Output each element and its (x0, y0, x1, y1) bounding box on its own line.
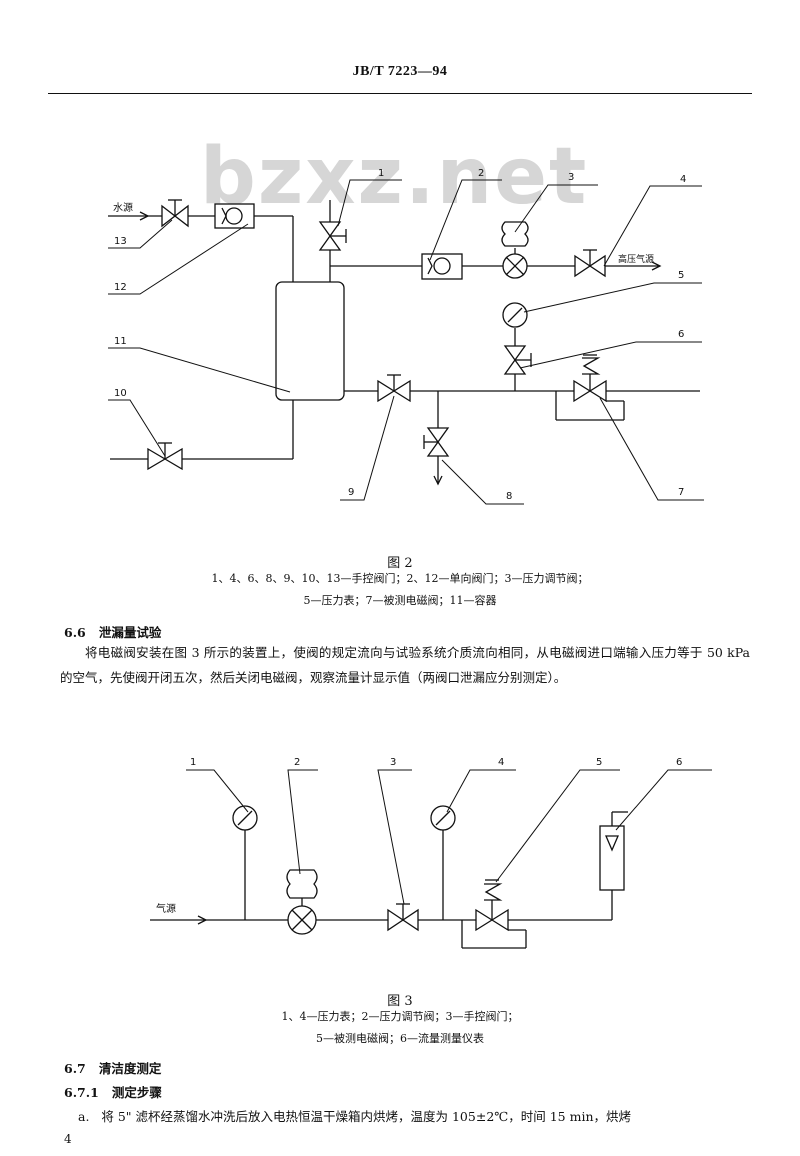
label-water-source: 水源 (113, 201, 133, 214)
figure-3-legend-line2: 5—被测电磁阀；6—流量测量仪表 (316, 1032, 484, 1045)
watermark-text: bzxz.net (200, 132, 589, 222)
label-f3-5: 5 (596, 757, 602, 768)
label-7: 7 (678, 487, 684, 498)
label-13: 13 (114, 236, 127, 247)
label-f3-6: 6 (676, 757, 682, 768)
header-rule (48, 93, 752, 94)
section-6-7-title: 清洁度测定 (98, 1061, 162, 1076)
valve-1 (318, 221, 342, 251)
valve-3 (387, 908, 419, 932)
section-6-7-1-number: 6.7.1 (64, 1085, 99, 1100)
item-a-text: 将 5" 滤杯经蒸馏水冲洗后放入电热恒温干燥箱内烘烤，温度为 105±2℃，时间… (101, 1109, 632, 1124)
figure-2-legend-line2: 5—压力表；7—被测电磁阀；11—容器 (303, 594, 497, 607)
figure-2-diagram: 水源 高压气源 1 2 3 4 5 6 7 8 9 10 11 12 13 (108, 168, 704, 505)
section-6-7-heading: 6.7 清洁度测定 (64, 1058, 161, 1077)
valve-8 (426, 427, 450, 457)
item-a: a. 将 5" 滤杯经蒸馏水冲洗后放入电热恒温干燥箱内烘烤，温度为 105±2℃… (78, 1106, 631, 1125)
section-6-7-1-title: 测定步骤 (111, 1085, 162, 1100)
section-6-7-number: 6.7 (64, 1061, 86, 1076)
pressure-gauge-1 (232, 805, 258, 831)
figure-3-diagram: 气源 1 2 3 4 5 6 (150, 757, 712, 949)
check-valve-12 (214, 203, 255, 229)
figure-2-title: 图 2 (387, 556, 413, 571)
figure-3-legend-line1: 1、4—压力表；2—压力调节阀；3—手控阀门； (281, 1010, 519, 1023)
section-6-6-number: 6.6 (64, 625, 86, 640)
valve-10 (147, 447, 183, 471)
valve-9 (377, 379, 411, 403)
label-3: 3 (568, 172, 574, 183)
label-9: 9 (348, 487, 354, 498)
label-4: 4 (680, 174, 686, 185)
section-6-6-heading: 6.6 泄漏量试验 (64, 622, 161, 641)
label-f3-1: 1 (190, 757, 196, 768)
label-gas-source: 气源 (156, 902, 176, 915)
label-high-pressure-gas: 高压气源 (618, 253, 654, 265)
label-11: 11 (114, 336, 127, 347)
label-f3-2: 2 (294, 757, 300, 768)
label-8: 8 (506, 491, 512, 502)
label-12: 12 (114, 282, 127, 293)
pressure-gauge-4 (430, 805, 456, 831)
valve-13 (161, 204, 189, 228)
section-6-6-title: 泄漏量试验 (98, 625, 162, 640)
label-10: 10 (114, 388, 127, 399)
figure-3-title: 图 3 (387, 994, 413, 1009)
vessel-11 (275, 281, 345, 401)
label-2: 2 (478, 168, 484, 179)
section-6-6-paragraph: 将电磁阀安装在图 3 所示的装置上，使阀的规定流向与试验系统介质流向相同，从电磁… (60, 645, 750, 685)
valve-6 (503, 345, 527, 375)
standard-number-header: JB/T 7223—94 (352, 64, 448, 79)
solenoid-valve-7 (573, 379, 607, 403)
solenoid-valve-5 (475, 908, 509, 932)
pressure-gauge-5 (502, 302, 528, 328)
section-6-7-1-heading: 6.7.1 测定步骤 (64, 1082, 162, 1101)
figure-2-legend-line1: 1、4、6、8、9、10、13—手控阀门；2、12—单向阀门；3—压力调节阀； (211, 572, 589, 585)
label-1: 1 (378, 168, 384, 179)
label-f3-3: 3 (390, 757, 396, 768)
label-5: 5 (678, 270, 684, 281)
item-a-marker: a. (78, 1109, 90, 1124)
valve-4 (574, 254, 606, 278)
page-number: 4 (64, 1132, 72, 1146)
label-6: 6 (678, 329, 684, 340)
label-f3-4: 4 (498, 757, 504, 768)
